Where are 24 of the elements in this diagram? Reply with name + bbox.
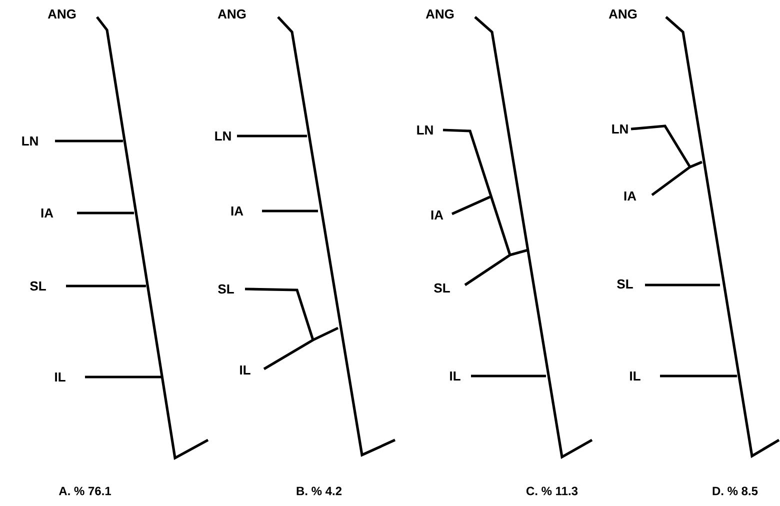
vessel-label: LN (612, 124, 628, 134)
vessel-label: LN (215, 132, 231, 140)
vessel-label: IA (231, 206, 244, 216)
vessel-label: SL (617, 279, 633, 289)
vessel-label: LN (417, 126, 433, 134)
vessel-label: IL (630, 372, 640, 380)
panel-caption: D. % 8.5 (712, 486, 758, 496)
vessel-label: IL (55, 372, 66, 382)
vessel-label: ANG (48, 9, 76, 19)
vessel-label: SL (30, 281, 46, 291)
vessel-label: SL (218, 284, 234, 294)
vessel-label: ANG (426, 9, 454, 19)
vessel-label: IL (240, 366, 250, 374)
vessel-label: IA (41, 208, 54, 218)
vessel-label: IA (624, 192, 636, 200)
vessel-label: SL (434, 283, 450, 293)
vessel-label: ANG (218, 9, 246, 19)
panel-caption: C. % 11.3 (526, 486, 578, 496)
panel-caption: B. % 4.2 (296, 486, 342, 496)
vessel-label: ANG (608, 9, 637, 19)
panel-caption: A. % 76.1 (58, 486, 111, 496)
vessel-label: LN (22, 136, 38, 146)
vessel-label: IA (431, 210, 444, 220)
vessel-label: IL (450, 372, 460, 380)
